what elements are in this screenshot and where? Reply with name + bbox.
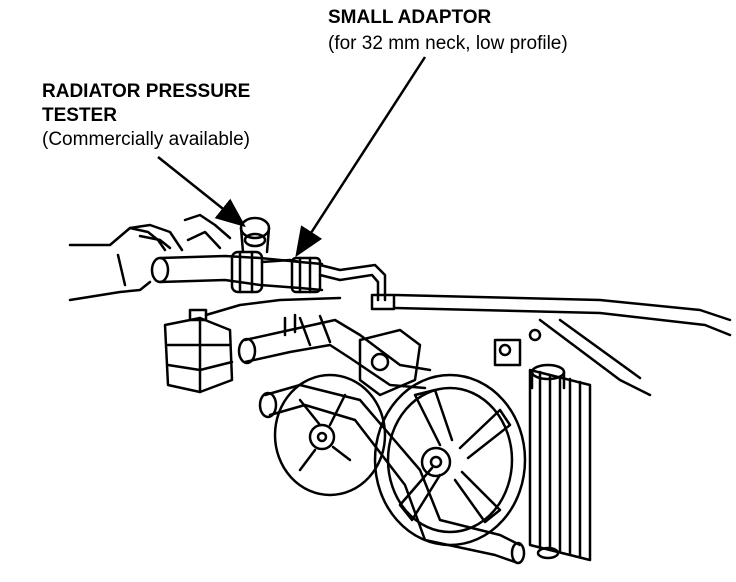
leader-arrow-pressure-tester	[157, 156, 246, 228]
pressure-tester-title-line2: TESTER	[42, 105, 117, 126]
condenser-fan	[273, 373, 387, 497]
lower-hose	[258, 383, 526, 565]
reservoir-tank	[163, 296, 342, 394]
radiator-fan	[373, 373, 527, 547]
overflow-tube	[318, 263, 396, 311]
small-adaptor-title: SMALL ADAPTOR	[328, 7, 492, 28]
frame-rail	[393, 293, 732, 397]
pressure-tester-note: (Commercially available)	[42, 129, 250, 150]
pressure-tester-title-line1: RADIATOR PRESSURE	[42, 81, 251, 102]
hand-left	[68, 223, 184, 302]
small-adaptor-note: (for 32 mm neck, low profile)	[328, 33, 568, 54]
pressure-tester	[150, 250, 324, 294]
hand-right	[183, 213, 232, 250]
leader-arrow-small-adaptor	[295, 56, 427, 258]
thermostat-housing	[283, 313, 422, 397]
upper-hose	[237, 314, 432, 390]
tester-gauge	[239, 216, 271, 254]
radiator-core	[528, 363, 592, 562]
